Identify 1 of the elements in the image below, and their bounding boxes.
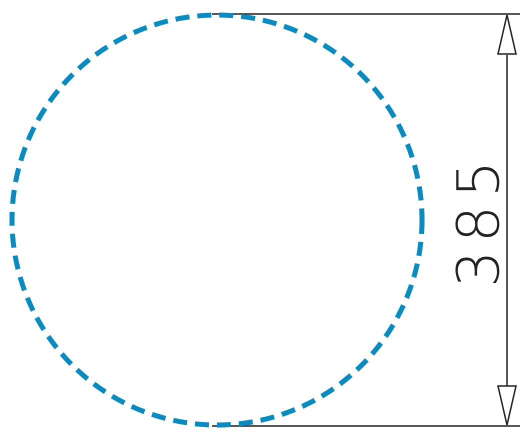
dimension-value: 385 — [449, 152, 507, 288]
